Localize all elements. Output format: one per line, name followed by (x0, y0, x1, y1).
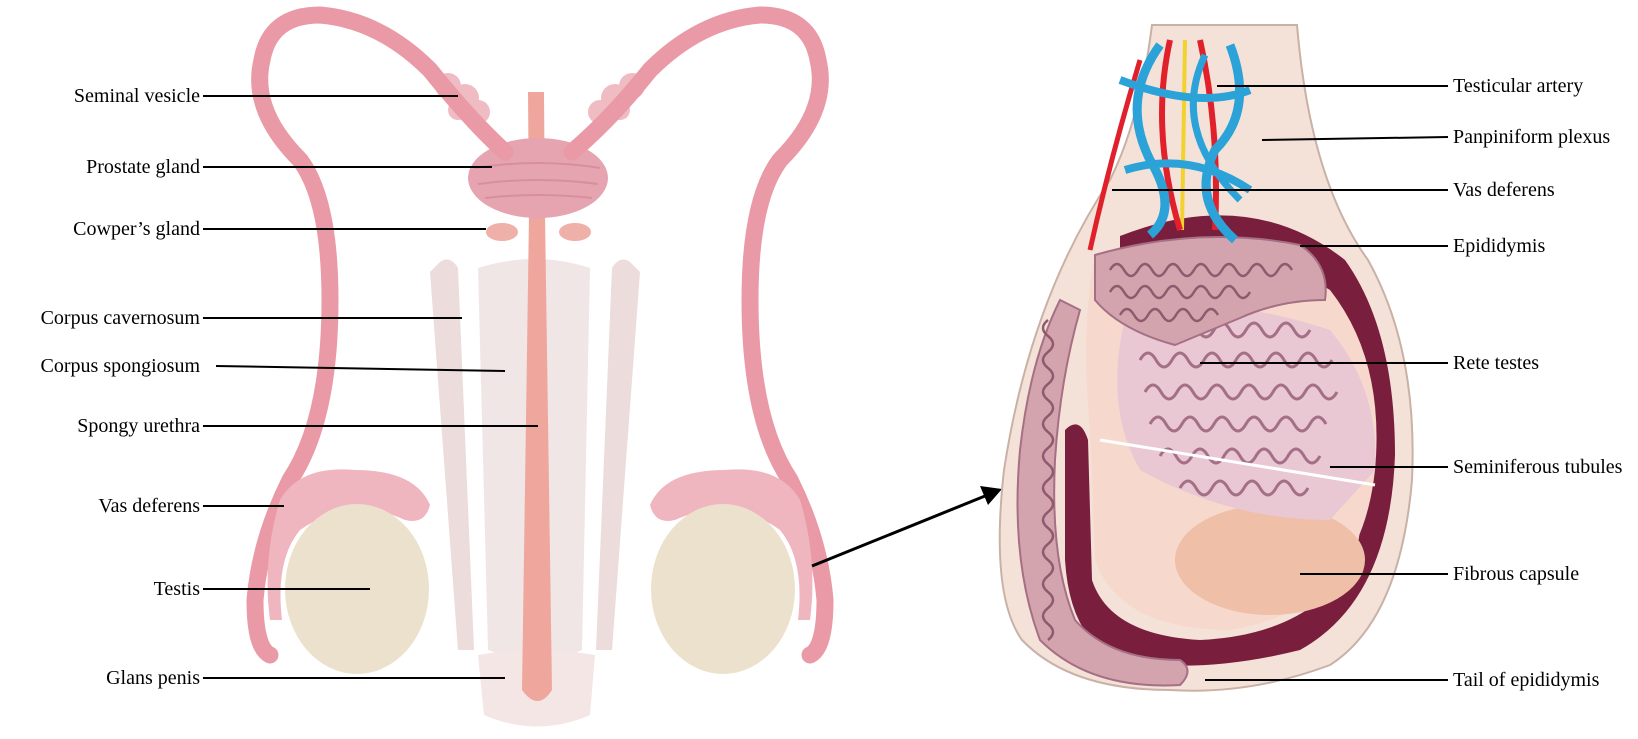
label-rete-testes: Rete testes (1453, 351, 1539, 375)
label-seminiferous-tubules: Seminiferous tubules (1453, 455, 1622, 479)
label-spongy-urethra: Spongy urethra (77, 414, 200, 438)
label-corpus-spongiosum: Corpus spongiosum (41, 354, 200, 378)
label-panpiniform-plexus: Panpiniform plexus (1453, 125, 1610, 149)
label-cowpers-gland: Cowper’s gland (73, 217, 200, 241)
corpus-cavernosum-right (596, 260, 640, 650)
zoom-arrow (812, 486, 1002, 566)
label-fibrous-capsule: Fibrous capsule (1453, 562, 1579, 586)
label-vas-deferens-left: Vas deferens (98, 494, 200, 518)
label-glans-penis: Glans penis (106, 666, 200, 690)
label-vas-deferens-right: Vas deferens (1453, 178, 1555, 202)
cowpers-gland-left (486, 223, 518, 241)
label-tail-of-epididymis: Tail of epididymis (1453, 668, 1599, 692)
cowpers-gland-right (559, 223, 591, 241)
fibrous-region (1175, 505, 1365, 615)
label-prostate-gland: Prostate gland (86, 155, 200, 179)
testis-cross-section (1000, 25, 1413, 691)
male-reproductive-system (255, 15, 825, 727)
testis-right (651, 504, 795, 674)
label-testicular-artery: Testicular artery (1453, 74, 1583, 98)
label-testis: Testis (154, 577, 200, 601)
label-seminal-vesicle: Seminal vesicle (74, 84, 200, 108)
label-corpus-cavernosum: Corpus cavernosum (41, 306, 200, 330)
label-epididymis: Epididymis (1453, 234, 1545, 258)
